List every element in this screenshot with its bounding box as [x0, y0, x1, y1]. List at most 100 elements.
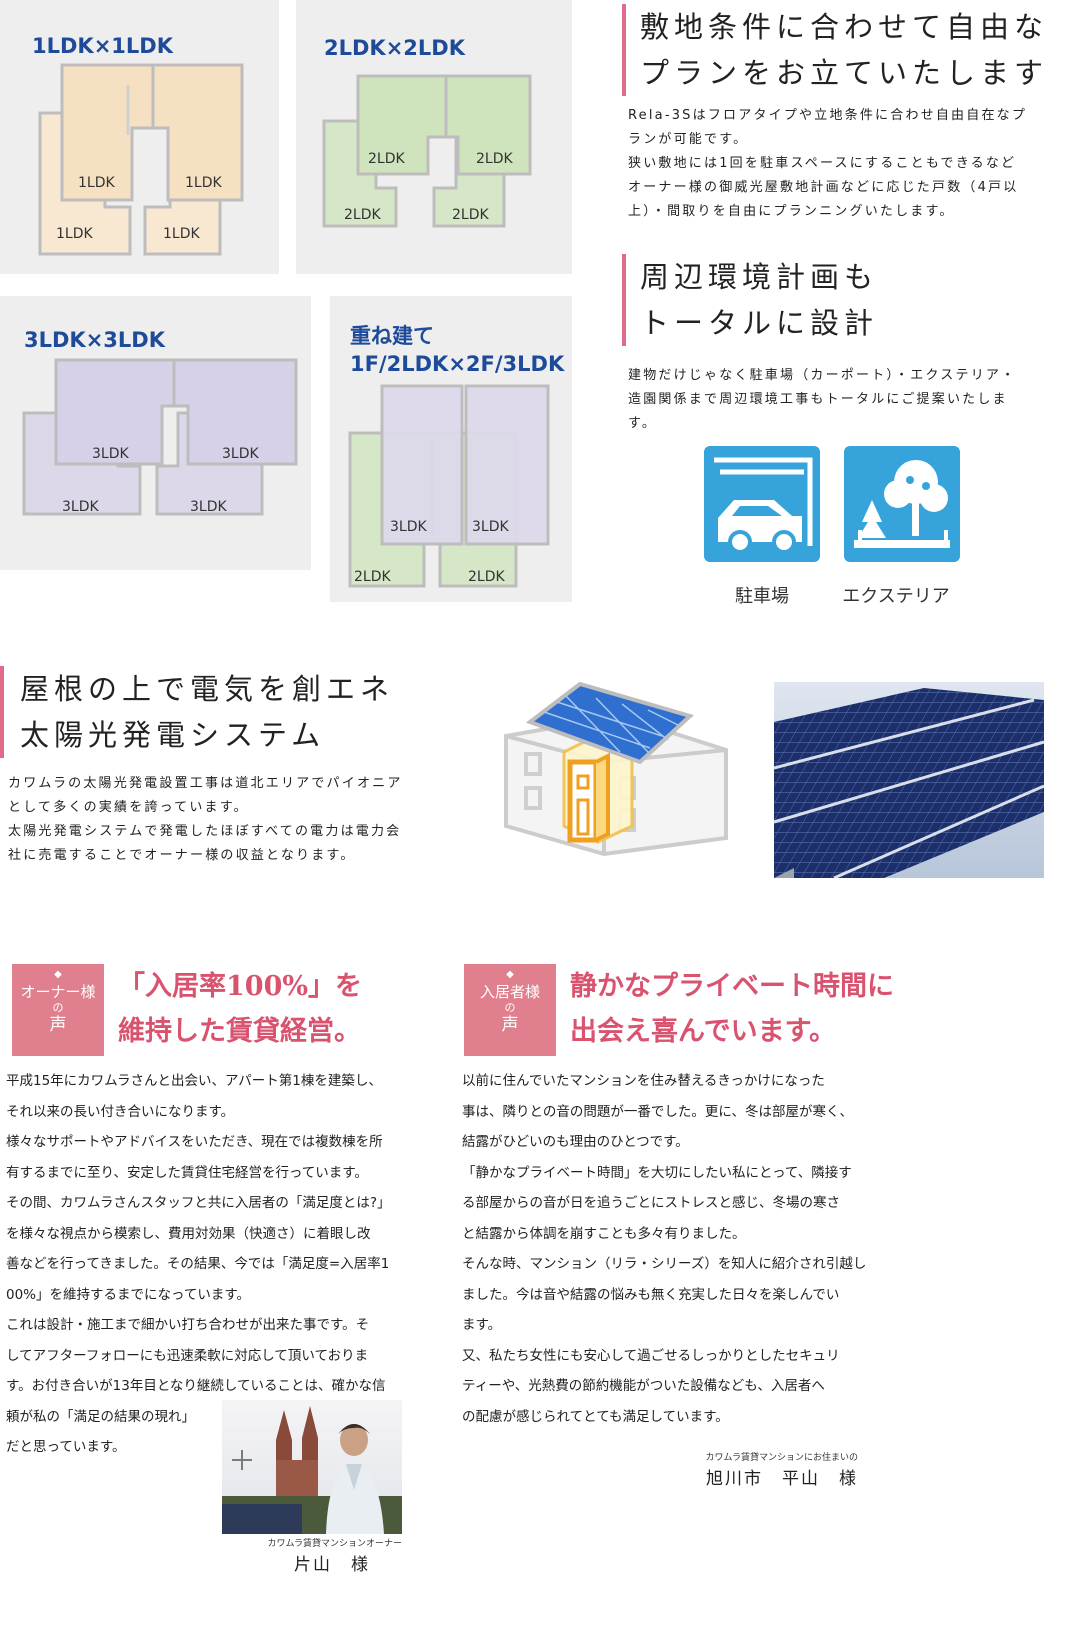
text-line: 「静かなプライベート時間」を大切にしたい私にとって、隣接す — [462, 1164, 852, 1181]
text-line: 又、私たち女性にも安心して過ごせるしっかりとしたセキュリ — [462, 1347, 840, 1364]
plan-title-line1: 重ね建て — [350, 324, 434, 348]
body-line: カワムラの太陽光発電設置工事は道北エリアでパイオニア — [8, 776, 403, 791]
text-line: してアフターフォローにも迅速柔軟に対応して頂いておりま — [6, 1347, 369, 1364]
plan-title: 1LDK×1LDK — [32, 34, 173, 58]
body-line: 太陽光発電システムで発電したほぼすべての電力は電力会 — [8, 824, 402, 839]
floor-plan-1ldk: 1LDK×1LDK 1LDK 1LDK 1LDK 1LDK — [0, 0, 279, 274]
free-plan-heading: 敷地条件に合わせて自由な プランをお立ていたします — [622, 4, 1080, 96]
body-line: 狭い敷地には1回を駐車スペースにすることもできるなど — [628, 156, 1017, 171]
text-line: だと思っています。 — [6, 1439, 126, 1455]
unit-label: 2LDK — [468, 569, 505, 585]
text-line: す。お付き合いが13年目となり継続していることは、確かな信 — [6, 1378, 386, 1394]
unit-label: 2LDK — [344, 207, 381, 223]
environment-body: 建物だけじゃなく駐車場（カーポート）・エクステリア・ 造園関係まで周辺環境工事も… — [628, 364, 1058, 436]
heading-line: 屋根の上で電気を創エネ — [20, 672, 395, 706]
text-line: 善などを行ってきました。その結果、今では「満足度=入居率1 — [6, 1256, 390, 1272]
unit-label: 1LDK — [78, 175, 115, 191]
floor-plan-3ldk: 3LDK×3LDK 3LDK 3LDK 3LDK 3LDK — [0, 296, 311, 570]
text-line: 平成15年にカワムラさんと出会い、アパート第1棟を建築し、 — [6, 1073, 382, 1089]
owner-voice-text: 平成15年にカワムラさんと出会い、アパート第1棟を建築し、 それ以来の長い付き合… — [6, 1066, 416, 1463]
heading-line: プランをお立ていたします — [640, 56, 1049, 90]
title-line: 出会え喜んでいます。 — [570, 1016, 836, 1047]
plan-2ldk-drawing: 2LDK 2LDK 2LDK 2LDK — [322, 74, 532, 228]
heading-line: 周辺環境計画も — [640, 260, 879, 294]
owner-photo — [222, 1400, 402, 1534]
owner-voice-title: 「入居率100%」を 維持した賃貸経営。 — [118, 964, 362, 1054]
floor-plan-stacked: 重ね建て 1F/2LDK×2F/3LDK 3LDK 3LDK 2LDK 2LDK — [330, 296, 572, 602]
badge-line: の — [504, 1001, 516, 1014]
title-line: 静かなプライベート時間に — [570, 971, 894, 1002]
environment-heading: 周辺環境計画も トータルに設計 — [622, 254, 1080, 346]
text-line: 00%」を維持するまでになっています。 — [6, 1286, 250, 1303]
body-line: として多くの実績を誇っています。 — [8, 800, 249, 815]
plan-title: 3LDK×3LDK — [24, 328, 165, 352]
plan-title-line2: 1F/2LDK×2F/3LDK — [350, 352, 565, 376]
badge-line: の — [52, 1001, 64, 1014]
text-line: 有するまでに至り、安定した賃貸住宅経営を行っています。 — [6, 1164, 368, 1181]
text-line: 頼が私の「満足の結果の現れ」 — [6, 1408, 195, 1425]
unit-label: 2LDK — [452, 207, 489, 223]
text-line: それ以来の長い付き合いになります。 — [6, 1103, 235, 1120]
title-line: 維持した賃貸経営。 — [118, 1016, 361, 1047]
body-line: 建物だけじゃなく駐車場（カーポート）・エクステリア・ — [628, 368, 1017, 383]
diamond-icon: ◆ — [506, 969, 514, 980]
unit-label: 3LDK — [472, 519, 509, 535]
resident-voice-badge: ◆ 入居者様 の 声 — [464, 964, 556, 1056]
owner-voice-badge: ◆ オーナー様 の 声 — [12, 964, 104, 1056]
text-line: を様々な視点から模索し、費用対効果（快適さ）に着眼し改 — [6, 1225, 371, 1242]
badge-line: 入居者様 — [479, 983, 540, 1001]
body-line: ランが可能です。 — [628, 132, 749, 147]
unit-label: 1LDK — [56, 226, 93, 242]
badge-line: 声 — [49, 1015, 67, 1035]
badge-line: オーナー様 — [20, 983, 96, 1001]
resident-credit-name: 旭川市 平山 様 — [706, 1469, 858, 1489]
text-line: その間、カワムラさんスタッフと共に入居者の「満足度とは?」 — [6, 1195, 391, 1211]
text-line: の配慮が感じられてとても満足しています。 — [462, 1408, 729, 1425]
unit-label: 2LDK — [354, 569, 391, 585]
body-line: オーナー様の御威光屋敷地計画などに応じた戸数（4戸以 — [628, 180, 1019, 195]
body-line: Rela-3Sはフロアタイプや立地条件に合わせ自由自在なプ — [628, 108, 1028, 123]
plan-stacked-drawing: 3LDK 3LDK 2LDK 2LDK — [348, 384, 550, 588]
title-line: 「入居率100%」を — [118, 971, 363, 1002]
plan-1ldk-drawing: 1LDK 1LDK 1LDK 1LDK — [38, 63, 244, 256]
plan-3ldk-drawing: 3LDK 3LDK 3LDK 3LDK — [22, 358, 298, 516]
owner-credit-org: カワムラ賃貸マンションオーナー — [267, 1539, 402, 1549]
text-line: これは設計・施工まで細かい打ち合わせが出来た事です。そ — [6, 1317, 370, 1333]
text-line: と結露から体調を崩すことも多々有りました。 — [462, 1225, 746, 1242]
owner-credit-name: 片山 様 — [294, 1555, 370, 1575]
resident-credit-org: カワムラ賃貸マンションにお住まいの — [705, 1453, 858, 1463]
diamond-icon: ◆ — [54, 969, 62, 980]
heading-line: 敷地条件に合わせて自由な — [640, 10, 1049, 44]
solar-panel-photo — [774, 682, 1044, 878]
solar-heading: 屋根の上で電気を創エネ 太陽光発電システム — [0, 666, 490, 758]
unit-label: 1LDK — [185, 175, 222, 191]
carport-label: 駐車場 — [735, 586, 789, 607]
exterior-tree-icon — [844, 446, 960, 562]
unit-label: 3LDK — [222, 446, 259, 462]
text-line: ティーや、光熱費の節約機能がついた設備なども、入居者へ — [462, 1378, 825, 1394]
carport-icon — [704, 446, 820, 562]
unit-label: 3LDK — [190, 499, 227, 515]
heading-line: 太陽光発電システム — [20, 718, 326, 752]
resident-voice-title: 静かなプライベート時間に 出会え喜んでいます。 — [570, 964, 894, 1054]
text-line: ます。 — [462, 1317, 502, 1333]
floor-plan-2ldk: 2LDK×2LDK 2LDK 2LDK 2LDK 2LDK — [296, 0, 572, 274]
solar-house-illustration — [504, 681, 728, 856]
text-line: 事は、隣りとの音の問題が一番でした。更に、冬は部屋が寒く、 — [462, 1103, 853, 1120]
unit-label: 1LDK — [163, 226, 200, 242]
solar-body: カワムラの太陽光発電設置工事は道北エリアでパイオニア として多くの実績を誇ってい… — [8, 772, 478, 868]
text-line: 以前に住んでいたマンションを住み替えるきっかけになった — [462, 1073, 825, 1089]
text-line: そんな時、マンション（リラ・シリーズ）を知人に紹介され引越し — [462, 1256, 867, 1272]
text-line: る部屋からの音が日を追うごとにストレスと感じ、冬場の寒さ — [462, 1195, 840, 1211]
heading-line: トータルに設計 — [640, 306, 879, 340]
free-plan-body: Rela-3Sはフロアタイプや立地条件に合わせ自由自在なプ ランが可能です。 狭… — [628, 104, 1058, 224]
text-line: ました。今は音や結露の悩みも無く充実した日々を楽しんでい — [462, 1286, 840, 1303]
exterior-label: エクステリア — [842, 586, 950, 607]
unit-label: 3LDK — [390, 519, 427, 535]
text-line: 様々なサポートやアドバイスをいただき、現在では複数棟を所 — [6, 1134, 383, 1150]
body-line: 社に売電することでオーナー様の収益となります。 — [8, 848, 356, 863]
body-line: 造園関係まで周辺環境工事もトータルにご提案いたしま — [628, 392, 1008, 407]
body-line: す。 — [628, 416, 658, 431]
badge-line: 声 — [501, 1015, 519, 1035]
resident-voice-text: 以前に住んでいたマンションを住み替えるきっかけになった 事は、隣りとの音の問題が… — [462, 1066, 882, 1432]
